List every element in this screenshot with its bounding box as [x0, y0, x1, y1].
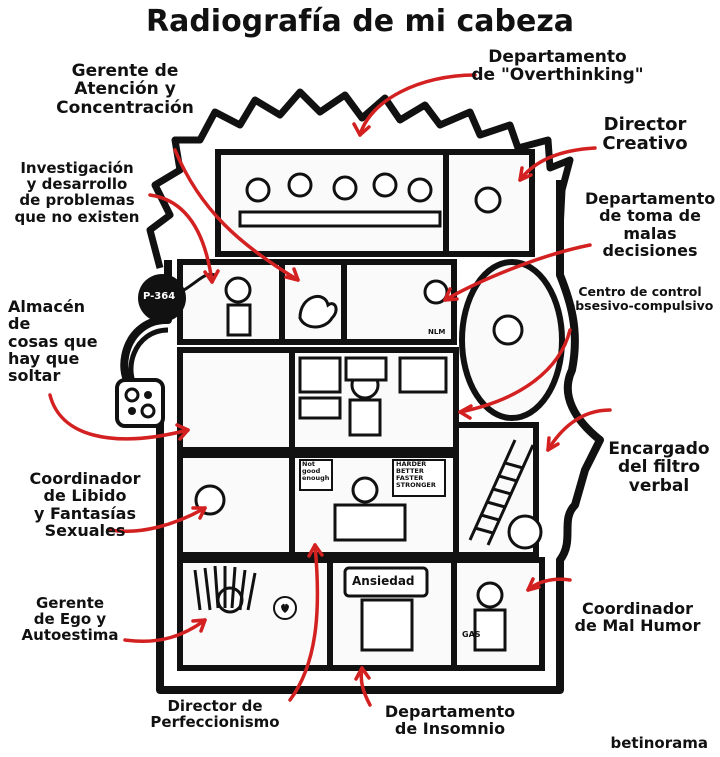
arrow-ego — [123, 618, 207, 644]
label-director-creativo: Director Creativo — [602, 114, 688, 155]
label-filtro-verbal: Encargado del filtro verbal — [608, 439, 710, 496]
nlm-label: NLM — [428, 328, 446, 336]
arrow-atencion — [173, 148, 300, 282]
gas-label: GAS — [462, 630, 481, 639]
control-monitors — [298, 356, 448, 420]
ear-speaker — [115, 378, 165, 428]
arrow-almacen — [48, 393, 190, 441]
arrow-overthinking — [358, 73, 477, 137]
label-malas-decisiones: Departamento de toma de malas decisiones — [585, 189, 716, 260]
bomb — [138, 274, 186, 322]
head-outline — [120, 180, 604, 694]
author-credit: betinorama — [610, 734, 708, 752]
arrow-investigacion — [148, 193, 214, 284]
arrow-libido — [108, 506, 207, 534]
label-ego: Gerente de Ego y Autoestima — [21, 594, 119, 645]
room-almacen — [177, 347, 295, 453]
chicken — [298, 294, 338, 329]
label-libido: Coordinador de Libido y Fantasías Sexual… — [29, 469, 141, 540]
sign-harder — [392, 459, 446, 497]
label-investigacion: Investigación y desarrollo de problemas … — [14, 159, 140, 226]
label-overthinking: Departamento de "Overthinking" — [471, 47, 644, 86]
filter-ladder — [468, 439, 535, 546]
arrows — [48, 73, 612, 707]
label-gerente-atencion: Gerente de Atención y Concentración — [56, 61, 194, 118]
ansiedad-label: Ansiedad — [352, 574, 415, 588]
sword-throne — [193, 565, 257, 611]
label-perfeccionismo: Director de Perfeccionismo — [150, 697, 280, 732]
arrow-filtro — [546, 408, 612, 452]
sign-harder-text: HARDER BETTER FASTER STRONGER — [396, 460, 436, 490]
bomb-tag: P-364 — [143, 291, 176, 302]
arrow-creativo — [518, 146, 597, 182]
room-malas-decisiones — [341, 259, 457, 345]
label-almacen: Almacén de cosas que hay que soltar — [8, 297, 98, 386]
label-insomnio: Departamento de Insomnio — [384, 702, 516, 739]
filter-fan — [507, 514, 543, 550]
page-title: Radiografía de mi cabeza — [145, 4, 575, 39]
sign-not-good — [299, 459, 333, 491]
arrow-malas — [443, 243, 592, 302]
sign-not-good-text: Not good enough — [302, 460, 330, 482]
arrow-perfeccionismo — [288, 543, 320, 702]
label-mal-humor: Coordinador de Mal Humor — [574, 599, 701, 636]
label-control-obsesivo: Centro de control obsesivo-compulsivo — [566, 284, 714, 313]
ansiedad-machine — [343, 566, 429, 598]
room-overthinking — [215, 149, 449, 257]
arrow-control — [458, 328, 572, 414]
